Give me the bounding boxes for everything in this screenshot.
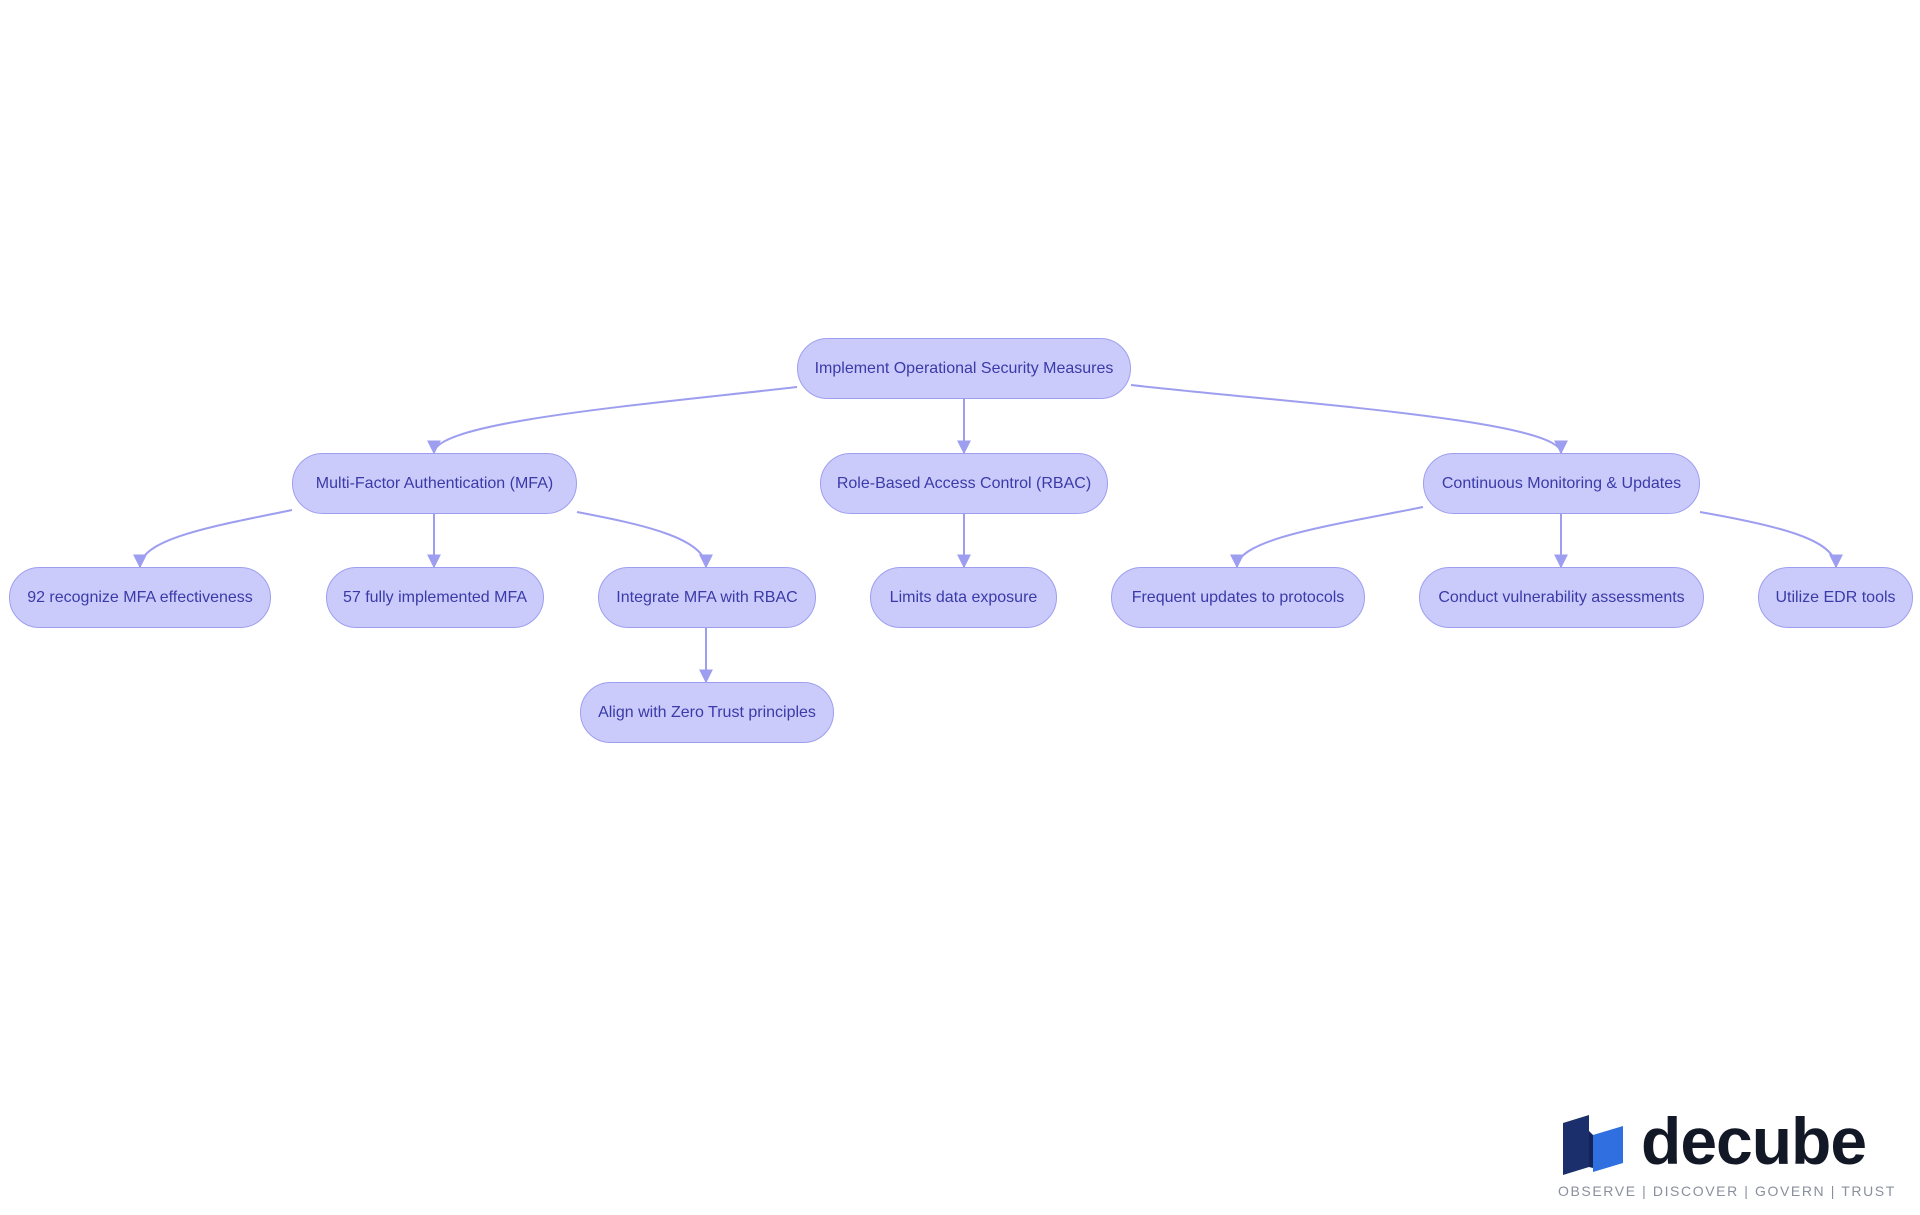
- node-57-fully-implemented-mfa: 57 fully implemented MFA: [326, 567, 544, 628]
- node-frequent-updates: Frequent updates to protocols: [1111, 567, 1365, 628]
- node-label: Utilize EDR tools: [1775, 588, 1896, 606]
- decube-wordmark: decube: [1641, 1104, 1867, 1178]
- decube-logo: decube OBSERVE | DISCOVER | GOVERN | TRU…: [1556, 1104, 1894, 1205]
- decube-logo-icon: [1563, 1115, 1623, 1175]
- node-continuous-monitoring-updates: Continuous Monitoring & Updates: [1423, 453, 1700, 514]
- edge-cmu-to-c7: [1699, 511, 1843, 569]
- node-label: Implement Operational Security Measures: [814, 359, 1114, 377]
- edge-cmu-to-c5: [1230, 506, 1424, 569]
- node-utilize-edr-tools: Utilize EDR tools: [1758, 567, 1913, 628]
- node-label: Integrate MFA with RBAC: [616, 588, 798, 606]
- node-label: 92 recognize MFA effectiveness: [27, 588, 253, 606]
- node-label: Frequent updates to protocols: [1131, 588, 1345, 606]
- node-integrate-mfa-with-rbac: Integrate MFA with RBAC: [598, 567, 816, 628]
- node-role-based-access-control: Role-Based Access Control (RBAC): [820, 453, 1108, 514]
- node-label: 57 fully implemented MFA: [342, 588, 528, 606]
- edge-root-to-cmu: [1130, 384, 1568, 455]
- node-label: Align with Zero Trust principles: [598, 703, 816, 721]
- node-implement-operational-security-measures: Implement Operational Security Measures: [797, 338, 1131, 399]
- node-multi-factor-authentication: Multi-Factor Authentication (MFA): [292, 453, 577, 514]
- decube-tagline: OBSERVE | DISCOVER | GOVERN | TRUST: [1558, 1183, 1896, 1199]
- node-align-zero-trust: Align with Zero Trust principles: [580, 682, 834, 743]
- node-label: Conduct vulnerability assessments: [1438, 588, 1685, 606]
- node-label: Limits data exposure: [889, 588, 1038, 606]
- node-92-recognize-mfa: 92 recognize MFA effectiveness: [9, 567, 271, 628]
- edge-root-to-mfa: [427, 386, 798, 455]
- node-label: Role-Based Access Control (RBAC): [836, 474, 1092, 492]
- node-vulnerability-assessments: Conduct vulnerability assessments: [1419, 567, 1704, 628]
- node-limits-data-exposure: Limits data exposure: [870, 567, 1057, 628]
- edge-mfa-to-c1: [133, 509, 293, 569]
- edge-mfa-to-c3: [576, 511, 713, 569]
- node-label: Continuous Monitoring & Updates: [1441, 474, 1682, 492]
- node-label: Multi-Factor Authentication (MFA): [315, 474, 554, 492]
